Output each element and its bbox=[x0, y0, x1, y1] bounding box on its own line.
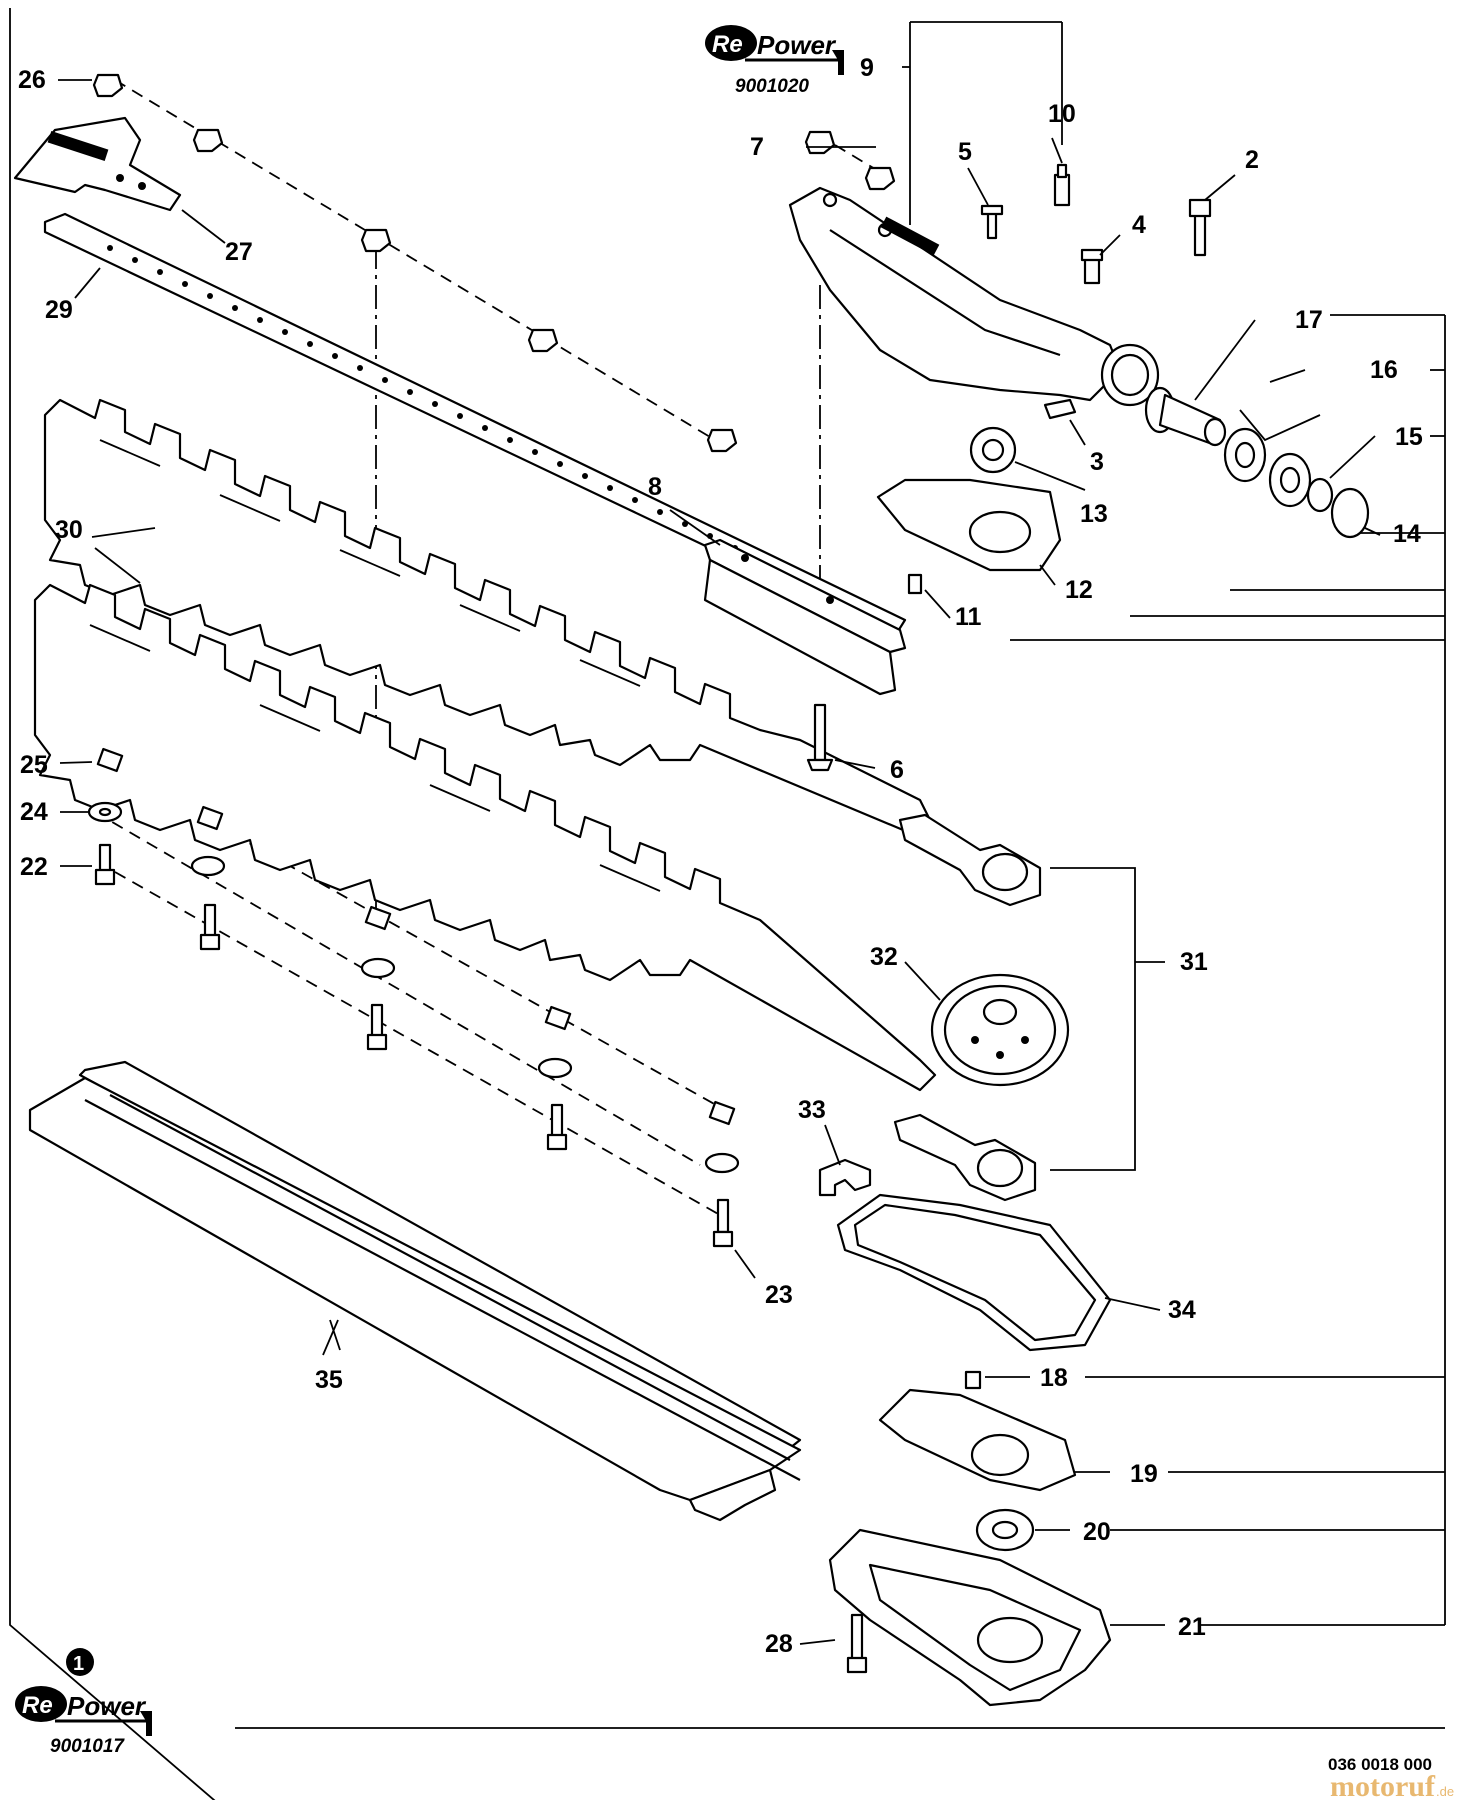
gasket-34 bbox=[836, 1193, 1112, 1352]
spine-bar bbox=[43, 212, 907, 638]
drive-parts bbox=[876, 386, 1370, 595]
bolt-23 bbox=[712, 1198, 734, 1248]
callout-17: 17 bbox=[1295, 306, 1323, 334]
crank-lower bbox=[893, 1113, 1037, 1202]
callout-8: 8 bbox=[648, 473, 662, 501]
logo-power-bottom: Power bbox=[67, 1691, 147, 1721]
callout-21: 21 bbox=[1178, 1613, 1206, 1641]
callout-28: 28 bbox=[765, 1630, 793, 1658]
gasket-12 bbox=[876, 478, 1062, 572]
scabbard-35 bbox=[28, 1060, 802, 1522]
nut-d bbox=[706, 428, 738, 453]
watermark: motoruf .de bbox=[1330, 1770, 1454, 1800]
callout-31: 31 bbox=[1180, 948, 1208, 976]
callouts: 26 27 29 30 8 9 10 7 5 4 2 17 16 15 14 3… bbox=[18, 54, 1423, 1658]
part-number-top: 9001020 bbox=[735, 76, 809, 97]
cover-19 bbox=[878, 1388, 1077, 1492]
callout-19: 19 bbox=[1130, 1460, 1158, 1488]
assembly-marker-circle bbox=[66, 1648, 94, 1676]
watermark-suffix: .de bbox=[1436, 1784, 1454, 1799]
repower-logo-top: Re Power 9001020 bbox=[705, 25, 844, 97]
callout-2: 2 bbox=[1245, 146, 1259, 174]
callout-18: 18 bbox=[1040, 1364, 1068, 1392]
pinion-17 bbox=[1144, 386, 1227, 447]
screw-5 bbox=[980, 204, 1004, 240]
callout-30: 30 bbox=[55, 516, 83, 544]
bolt-4 bbox=[1080, 248, 1104, 285]
logo-re-bottom: Re bbox=[22, 1692, 53, 1719]
part-number-bottom: 9001017 bbox=[50, 1736, 125, 1757]
nut-25 bbox=[96, 747, 124, 773]
nut-7 bbox=[804, 130, 836, 155]
screw-6 bbox=[806, 703, 834, 772]
assembly-marker: 1 bbox=[73, 1653, 84, 1675]
washer-3 bbox=[1043, 398, 1077, 420]
clip-33 bbox=[818, 1158, 872, 1197]
callout-13: 13 bbox=[1080, 500, 1108, 528]
callout-29: 29 bbox=[45, 296, 73, 324]
nut-c bbox=[527, 328, 559, 353]
gear-32 bbox=[930, 973, 1070, 1087]
nut-e bbox=[864, 166, 896, 191]
watermark-main: motoruf bbox=[1330, 1770, 1436, 1800]
callout-9: 9 bbox=[860, 54, 874, 82]
callout-32: 32 bbox=[870, 943, 898, 971]
grease-10 bbox=[1053, 163, 1071, 207]
callout-12: 12 bbox=[1065, 576, 1093, 604]
callout-7: 7 bbox=[750, 133, 764, 161]
nut-b bbox=[360, 228, 392, 253]
callout-10: 10 bbox=[1048, 100, 1076, 128]
bolt-28 bbox=[846, 1613, 868, 1674]
washer-24 bbox=[87, 801, 123, 823]
ring-15 bbox=[1306, 477, 1334, 513]
blade-cap bbox=[13, 116, 182, 212]
leader-lines bbox=[58, 79, 1381, 1645]
hardware-lower bbox=[87, 747, 740, 1248]
callout-33: 33 bbox=[798, 1096, 826, 1124]
callout-24: 24 bbox=[20, 798, 48, 826]
repower-logo-bottom: 1 Re Power 9001017 bbox=[15, 1648, 152, 1757]
logo-re-top: Re bbox=[712, 31, 743, 58]
bearing-16b bbox=[1268, 452, 1312, 508]
callout-4: 4 bbox=[1132, 211, 1146, 239]
callout-34: 34 bbox=[1168, 1296, 1196, 1324]
cutter-blade-upper bbox=[43, 398, 932, 837]
callout-25: 25 bbox=[20, 751, 48, 779]
nut-26 bbox=[92, 73, 124, 98]
callout-16: 16 bbox=[1370, 356, 1398, 384]
assembly-frame bbox=[9, 8, 1446, 1800]
bearing-16a bbox=[1223, 427, 1267, 483]
callout-20: 20 bbox=[1083, 1518, 1111, 1546]
callout-3: 3 bbox=[1090, 448, 1104, 476]
hardware-upper bbox=[92, 73, 1212, 453]
bolt-22 bbox=[94, 843, 116, 886]
ring-14 bbox=[1330, 487, 1370, 539]
lower-housing bbox=[828, 1528, 1112, 1707]
callout-5: 5 bbox=[958, 138, 972, 166]
logo-power-top: Power bbox=[757, 30, 837, 60]
callout-14: 14 bbox=[1393, 520, 1421, 548]
callout-26: 26 bbox=[18, 66, 46, 94]
callout-27: 27 bbox=[225, 238, 253, 266]
gear-case bbox=[788, 186, 1160, 407]
callout-15: 15 bbox=[1395, 423, 1423, 451]
screw-18 bbox=[964, 1370, 982, 1390]
callout-11: 11 bbox=[955, 603, 982, 631]
nut-a bbox=[192, 128, 224, 153]
cutter-blade-lower bbox=[33, 583, 937, 1092]
drawing-reference: 036 0018 000 bbox=[1328, 1755, 1432, 1774]
callout-22: 22 bbox=[20, 853, 48, 881]
callout-6: 6 bbox=[890, 756, 904, 784]
screw-11 bbox=[907, 573, 923, 595]
bearing-20 bbox=[975, 1508, 1035, 1552]
bearing-13 bbox=[969, 426, 1017, 474]
callout-35: 35 bbox=[315, 1366, 343, 1394]
callout-23: 23 bbox=[765, 1281, 793, 1309]
bolt-2 bbox=[1188, 198, 1212, 257]
crank-upper bbox=[898, 813, 1042, 907]
guide-plate bbox=[703, 538, 907, 696]
